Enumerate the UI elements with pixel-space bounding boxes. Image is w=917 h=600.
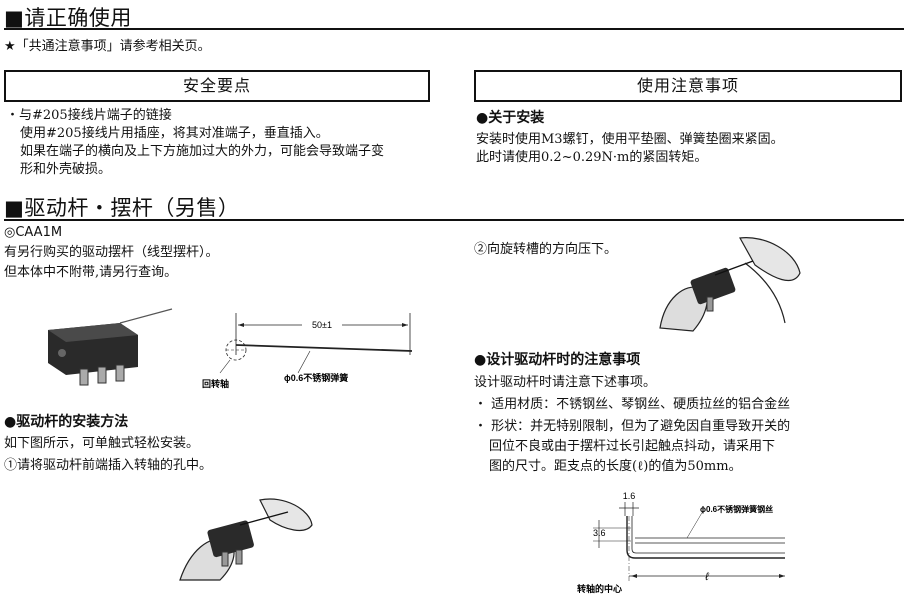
design-line-1: 设计驱动杆时请注意下述事项。	[474, 375, 657, 390]
actuator-line-1: 有另行购买的驱动摆杆（线型摆杆）。	[4, 245, 219, 260]
section-rule-2	[4, 219, 904, 221]
install-line-1: 安装时使用M3螺钉，使用平垫圈、弹簧垫圈来紧固。	[476, 132, 784, 147]
length-label: ℓ	[704, 571, 709, 583]
common-note: ★「共通注意事项」请参考相关页。	[4, 39, 211, 54]
section-rule	[4, 28, 904, 30]
hand-insert-photo	[179, 498, 313, 581]
dim-3-6: 3.6	[593, 528, 606, 538]
install-method-title: ●驱动杆的安装方法	[4, 414, 129, 430]
design-item-1: ・ 适用材质：不锈钢丝、琴钢丝、硬质拉丝的铝合金丝	[474, 397, 791, 412]
dim-50: 50±1	[312, 320, 332, 330]
lever-drawing: 50±1 回转轴 ϕ0.6不锈钢弹簧	[202, 313, 413, 389]
install-step-1: ①请将驱动杆前端插入转轴的孔中。	[4, 458, 213, 473]
design-item-2a: ・ 形状：并无特别限制，但为了避免因自重导致开关的	[474, 419, 791, 434]
lever-diagram: 50±1 回转轴 ϕ0.6不锈钢弹簧	[48, 308, 413, 389]
safety-points-header: 安全要点	[4, 70, 430, 102]
safety-line-3: 如果在端子的横向及上下方施加过大的外力，可能会导致端子变	[20, 144, 385, 159]
design-item-2b: 回位不良或由于摆杆过长引起触点抖动，请采用下	[489, 439, 776, 454]
safety-line-2: 使用#205接线片用插座，将其对准端子，垂直插入。	[20, 126, 329, 141]
install-line-2: 此时请使用0.2~0.29N·m的紧固转矩。	[476, 150, 708, 165]
install-step-2: ②向旋转槽的方向压下。	[474, 242, 618, 257]
hand-press-photo	[659, 237, 801, 332]
switch-photo	[48, 308, 173, 386]
usage-precautions-header: 使用注意事项	[474, 70, 902, 102]
pivot-label: 回转轴	[202, 378, 229, 389]
design-title: ●设计驱动杆时的注意事项	[474, 352, 641, 368]
dim-1-6: 1.6	[623, 491, 636, 501]
section-title-actuator: ■驱动杆・摆杆（另售）	[4, 196, 240, 220]
safety-line-1: ・与#205接线片端子的链接	[6, 108, 172, 123]
design-item-2c: 图的尺寸。距支点的长度(ℓ)的值为50mm。	[489, 459, 742, 474]
install-method-line: 如下图所示，可单触式轻松安装。	[4, 436, 200, 451]
section-title-correct-use: ■请正确使用	[4, 6, 132, 30]
install-title: ●关于安装	[476, 110, 545, 126]
actuator-line-2: 但本体中不附带,请另行查询。	[4, 265, 178, 280]
wire-label: ϕ0.6不锈钢弹簧钢丝	[700, 504, 773, 514]
center-label: 转轴的中心	[577, 583, 622, 594]
safety-line-4: 形和外壳破损。	[20, 162, 112, 177]
lever-dimension-diagram: 1.6 3.6 ϕ0.6不锈钢弹簧钢丝 ℓ 转轴的中心	[577, 491, 785, 594]
model-label: ◎CAA1M	[4, 225, 63, 240]
spring-label: ϕ0.6不锈钢弹簧	[284, 372, 348, 383]
